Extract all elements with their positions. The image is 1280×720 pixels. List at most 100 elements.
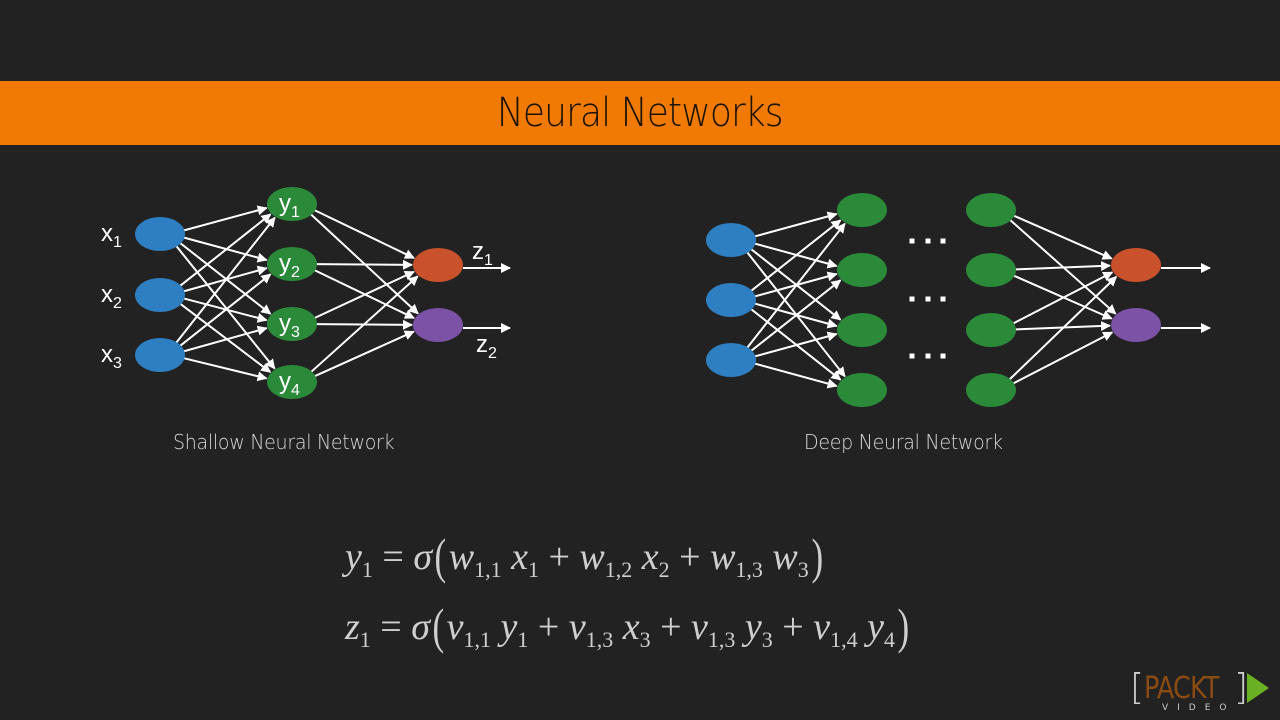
title-banner: Neural Networks <box>0 81 1280 145</box>
logo-subtitle: VIDEO <box>1162 703 1236 713</box>
shallow-hidden-node <box>267 187 317 221</box>
deep-hidden-node <box>837 253 887 287</box>
shallow-output-node <box>413 248 463 282</box>
eq-term: v1,1 y1 <box>446 606 529 652</box>
eq-left-paren: ( <box>434 528 447 584</box>
deep-output-node <box>1111 248 1161 282</box>
shallow-edge <box>178 213 272 288</box>
ellipsis-dot <box>925 296 931 302</box>
eq-sigma: σ <box>411 606 430 648</box>
shallow-edge <box>179 241 272 315</box>
deep-hidden-node <box>837 313 887 347</box>
deep-input-node <box>706 283 756 317</box>
shallow-output-node <box>413 308 463 342</box>
shallow-caption: Shallow Neural Network <box>173 430 395 454</box>
eq-term: w1,1 x1 <box>448 536 539 582</box>
eq-term: v1,3 x3 <box>568 606 651 652</box>
deep-edge <box>753 211 838 238</box>
eq-term: w1,3 w3 <box>710 536 809 582</box>
eq-plus: + <box>782 606 804 648</box>
hidden-label: y1 <box>279 190 300 221</box>
packt-video-logo: [ PACKT ] VIDEO <box>1130 665 1270 715</box>
ellipsis-dot <box>909 353 915 359</box>
eq-equals: = <box>380 606 402 648</box>
eq-right-paren: ) <box>897 598 910 654</box>
deep-output-node <box>1111 308 1161 342</box>
deep-edge <box>753 331 838 358</box>
deep-hidden-node <box>966 253 1016 287</box>
deep-hidden-node <box>966 193 1016 227</box>
shallow-edge <box>175 244 276 370</box>
deep-hidden-node <box>966 373 1016 407</box>
shallow-input-node <box>135 278 185 312</box>
deep-caption: Deep Neural Network <box>804 430 1003 454</box>
eq-term: v1,3 y3 <box>691 606 773 652</box>
shallow-input-node <box>135 217 185 251</box>
ellipsis-dot <box>940 296 946 302</box>
shallow-edge <box>174 216 276 345</box>
shallow-edge <box>183 357 268 382</box>
deep-edge <box>1012 214 1113 260</box>
ellipsis-dot <box>909 238 915 244</box>
eq-sigma: σ <box>413 536 433 578</box>
eq-plus: + <box>679 536 701 578</box>
ellipsis-dot <box>909 296 915 302</box>
shallow-edge <box>313 208 415 259</box>
logo-right-bracket: ] <box>1234 667 1249 708</box>
shallow-hidden-node <box>267 365 317 399</box>
input-label: x3 <box>101 341 122 372</box>
output-label: z1 <box>472 238 493 269</box>
eq-term: w1,2 x2 <box>579 536 670 582</box>
ellipsis-dot <box>940 353 946 359</box>
play-icon <box>1247 673 1269 703</box>
hidden-label: y4 <box>279 368 300 399</box>
deep-hidden-node <box>966 313 1016 347</box>
eq-lhs: z1 <box>345 606 371 652</box>
deep-edge <box>753 362 838 389</box>
deep-input-node <box>706 343 756 377</box>
deep-edge <box>1014 260 1112 271</box>
deep-edge <box>745 222 846 350</box>
shallow-edge <box>178 273 272 348</box>
shallow-edge <box>182 205 268 232</box>
shallow-edge <box>182 325 268 353</box>
deep-edge <box>749 219 842 293</box>
equation-z1: z1 = σ(v1,1 y1 + v1,3 x3 + v1,3 y3 + v1,… <box>345 598 912 668</box>
slide-title: Neural Networks <box>497 90 784 136</box>
eq-plus: + <box>548 536 570 578</box>
eq-equals: = <box>382 536 404 578</box>
ellipsis-dot <box>940 238 946 244</box>
hidden-label: y2 <box>279 250 300 281</box>
logo-left-bracket: [ <box>1130 667 1145 708</box>
shallow-edge <box>315 259 414 270</box>
eq-right-paren: ) <box>811 528 823 584</box>
shallow-hidden-node <box>267 307 317 341</box>
shallow-edge <box>182 236 268 263</box>
deep-hidden-node <box>837 373 887 407</box>
deep-edge <box>1012 271 1114 325</box>
shallow-hidden-node <box>267 247 317 281</box>
ellipsis-dot <box>925 238 931 244</box>
logo-name: PACKT <box>1144 671 1219 706</box>
deep-edge <box>1012 331 1114 385</box>
shallow-edge <box>179 302 272 373</box>
equation-y1: y1 = σ(w1,1 x1 + w1,2 x2 + w1,3 w3) <box>345 528 912 598</box>
input-label: x2 <box>101 281 122 312</box>
deep-input-node <box>706 223 756 257</box>
eq-plus: + <box>537 606 560 648</box>
shallow-edge <box>309 275 419 374</box>
shallow-edge <box>313 330 415 378</box>
shallow-input-node <box>135 338 185 372</box>
deep-edge <box>749 279 842 353</box>
eq-plus: + <box>660 606 682 648</box>
eq-term: v1,4 y4 <box>813 606 895 652</box>
deep-edge <box>1008 276 1118 381</box>
deep-hidden-node <box>837 193 887 227</box>
input-label: x1 <box>101 220 122 251</box>
ellipsis-dot <box>925 353 931 359</box>
shallow-edge <box>313 270 415 320</box>
equations: y1 = σ(w1,1 x1 + w1,2 x2 + w1,3 w3) z1 =… <box>345 528 912 668</box>
hidden-label: y3 <box>279 310 300 341</box>
eq-lhs: y1 <box>345 536 373 582</box>
